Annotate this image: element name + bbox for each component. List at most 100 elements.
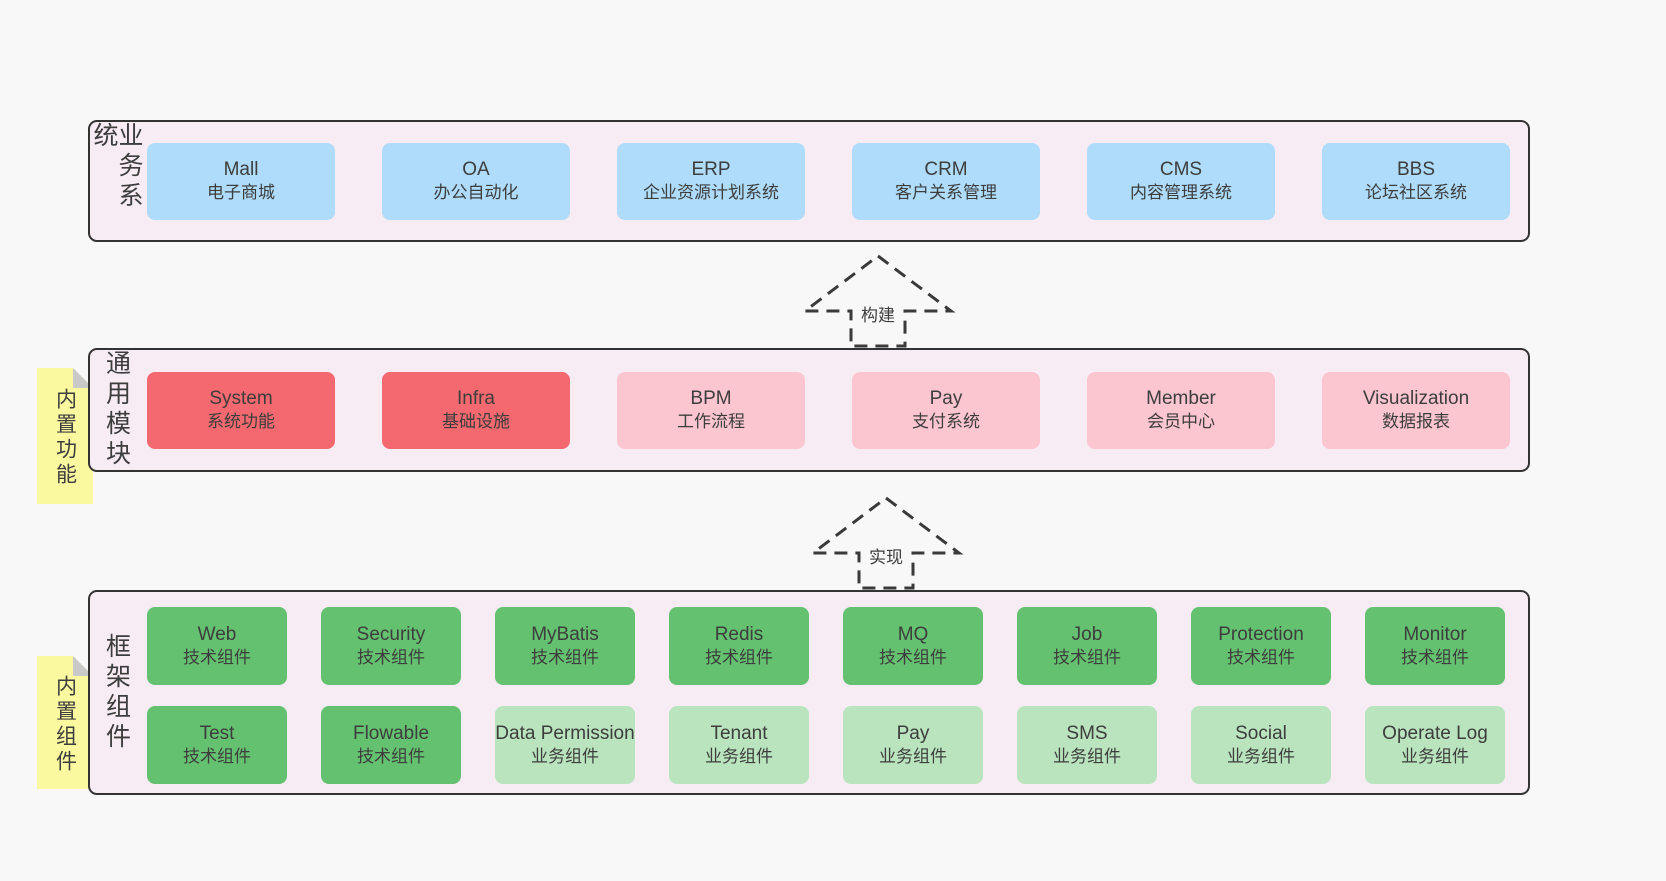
module-name: MyBatis <box>531 623 599 645</box>
module-box-operate-log: Operate Log 业务组件 <box>1365 706 1505 784</box>
module-box-flowable: Flowable 技术组件 <box>321 706 461 784</box>
module-box-web: Web 技术组件 <box>147 607 287 685</box>
module-subtitle: 技术组件 <box>879 648 947 668</box>
module-box-erp: ERP 企业资源计划系统 <box>617 142 805 220</box>
module-name: Operate Log <box>1382 722 1488 744</box>
module-name: Web <box>197 623 237 645</box>
module-name: Monitor <box>1403 623 1467 645</box>
module-subtitle: 数据报表 <box>1382 412 1450 432</box>
module-subtitle: 基础设施 <box>442 412 510 432</box>
module-box-protection: Protection 技术组件 <box>1191 607 1331 685</box>
module-box-bbs: BBS 论坛社区系统 <box>1322 142 1510 220</box>
module-box-redis: Redis 技术组件 <box>669 607 809 685</box>
module-subtitle: 工作流程 <box>677 412 745 432</box>
module-box-visualization: Visualization 数据报表 <box>1322 371 1510 449</box>
module-name: Test <box>199 722 235 744</box>
module-box-bpm: BPM 工作流程 <box>617 371 805 449</box>
band-label-business-systems: 业务系统 <box>90 122 143 212</box>
module-name: SMS <box>1066 722 1108 744</box>
module-subtitle: 技术组件 <box>357 747 425 767</box>
module-subtitle: 业务组件 <box>705 747 773 767</box>
module-subtitle: 业务组件 <box>1401 747 1469 767</box>
module-name: System <box>209 387 273 409</box>
module-subtitle: 技术组件 <box>531 648 599 668</box>
module-name: Social <box>1235 722 1287 744</box>
module-name: Infra <box>456 387 496 409</box>
arrow-label-build: 构建 <box>858 301 898 326</box>
module-name: Security <box>356 623 426 645</box>
module-box-tenant: Tenant 业务组件 <box>669 706 809 784</box>
module-subtitle: 客户关系管理 <box>895 183 997 203</box>
module-box-mq: MQ 技术组件 <box>843 607 983 685</box>
module-subtitle: 内容管理系统 <box>1130 183 1232 203</box>
module-name: Pay <box>929 387 963 409</box>
module-name: ERP <box>691 158 731 180</box>
module-name: Protection <box>1218 623 1304 645</box>
module-subtitle: 支付系统 <box>912 412 980 432</box>
arrow-label-implement: 实现 <box>866 543 906 568</box>
module-name: OA <box>462 158 490 180</box>
sticky-note-label: 内置组件 <box>53 674 77 775</box>
module-subtitle: 技术组件 <box>1053 648 1121 668</box>
module-box-crm: CRM 客户关系管理 <box>852 142 1040 220</box>
module-box-sms: SMS 业务组件 <box>1017 706 1157 784</box>
module-box-mall: Mall 电子商城 <box>147 142 335 220</box>
module-box-mybatis: MyBatis 技术组件 <box>495 607 635 685</box>
module-name: Pay <box>896 722 930 744</box>
module-subtitle: 技术组件 <box>1401 648 1469 668</box>
module-subtitle: 会员中心 <box>1147 412 1215 432</box>
module-box-data-permission: Data Permission 业务组件 <box>495 706 635 784</box>
module-subtitle: 业务组件 <box>1227 747 1295 767</box>
module-subtitle: 技术组件 <box>705 648 773 668</box>
module-name: Mall <box>223 158 259 180</box>
module-name: Tenant <box>710 722 768 744</box>
sticky-note-builtin-components: 内置组件 <box>37 656 93 789</box>
module-subtitle: 系统功能 <box>207 412 275 432</box>
module-box-infra: Infra 基础设施 <box>382 371 570 449</box>
module-name: BBS <box>1396 158 1436 180</box>
module-box-member: Member 会员中心 <box>1087 371 1275 449</box>
module-name: Redis <box>714 623 764 645</box>
module-box-test: Test 技术组件 <box>147 706 287 784</box>
module-name: Job <box>1071 623 1103 645</box>
module-box-job: Job 技术组件 <box>1017 607 1157 685</box>
module-subtitle: 电子商城 <box>207 183 275 203</box>
module-subtitle: 企业资源计划系统 <box>643 183 779 203</box>
common-modules-boxes: System 系统功能 Infra 基础设施 BPM 工作流程 Pay 支付系统 Member 会… <box>147 350 1510 470</box>
module-subtitle: 业务组件 <box>531 747 599 767</box>
module-box-system: System 系统功能 <box>147 371 335 449</box>
module-box-security: Security 技术组件 <box>321 607 461 685</box>
module-subtitle: 论坛社区系统 <box>1365 183 1467 203</box>
module-subtitle: 技术组件 <box>357 648 425 668</box>
module-subtitle: 技术组件 <box>1227 648 1295 668</box>
sticky-note-label: 内置功能 <box>53 388 77 488</box>
module-name: CRM <box>924 158 968 180</box>
module-name: Flowable <box>352 722 430 744</box>
module-name: Visualization <box>1362 387 1470 409</box>
module-name: MQ <box>897 623 929 645</box>
module-subtitle: 技术组件 <box>183 648 251 668</box>
sticky-note-builtin-features: 内置功能 <box>37 368 93 504</box>
module-name: Data Permission <box>495 722 635 744</box>
dashed-up-arrow-build: 构建 <box>798 254 958 348</box>
module-name: Member <box>1146 387 1216 409</box>
module-subtitle: 业务组件 <box>1053 747 1121 767</box>
module-box-pay: Pay 业务组件 <box>843 706 983 784</box>
module-name: BPM <box>690 387 732 409</box>
module-subtitle: 业务组件 <box>879 747 947 767</box>
band-label-framework-components: 框架组件 <box>102 632 131 753</box>
band-common-modules: 通用模块 System 系统功能 Infra 基础设施 BPM 工作流程 Pay 支付系统 Me… <box>88 348 1530 472</box>
module-box-social: Social 业务组件 <box>1191 706 1331 784</box>
module-box-pay: Pay 支付系统 <box>852 371 1040 449</box>
module-box-monitor: Monitor 技术组件 <box>1365 607 1505 685</box>
module-subtitle: 技术组件 <box>183 747 251 767</box>
band-label-common-modules: 通用模块 <box>102 350 131 470</box>
